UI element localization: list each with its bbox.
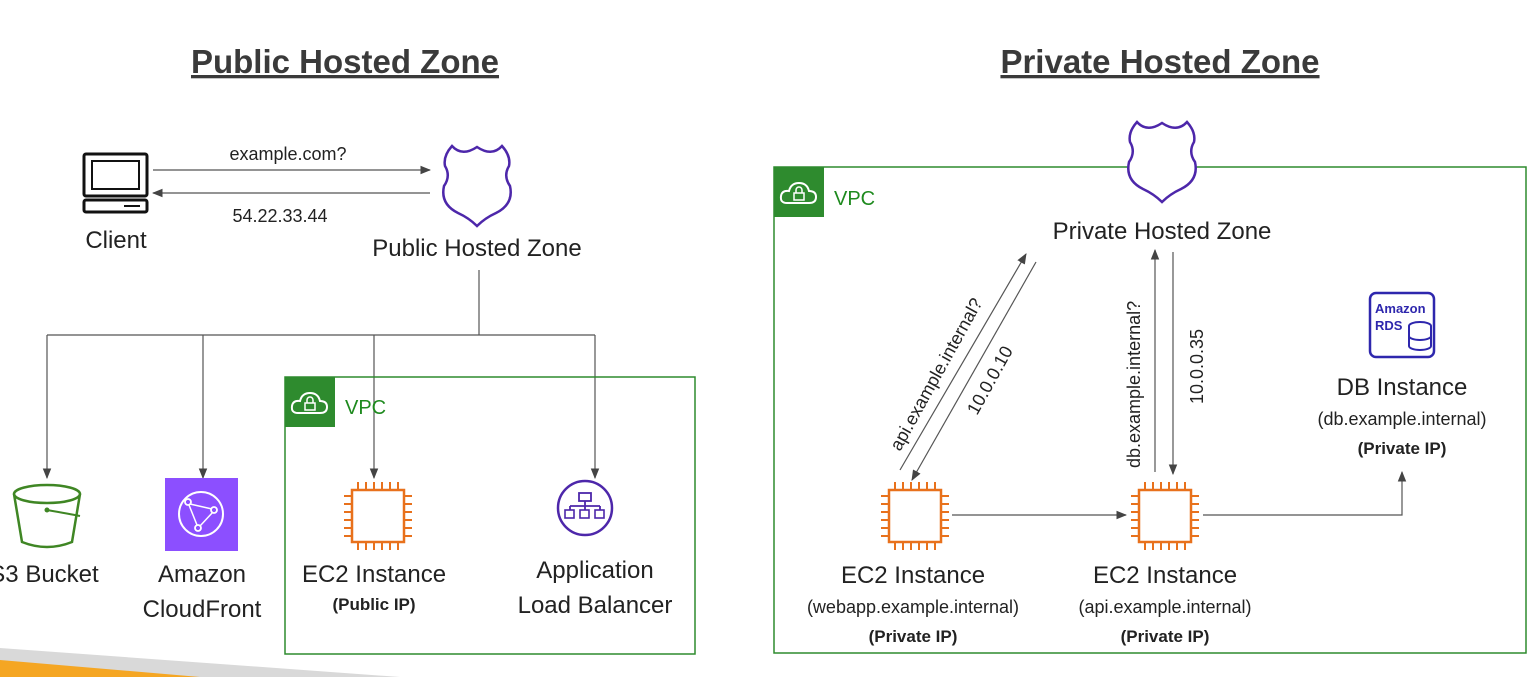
public-vpc-box xyxy=(284,376,696,655)
vpc-cloud-icon xyxy=(774,167,824,217)
rds-database-icon: Amazon RDS xyxy=(1368,291,1436,359)
ec2-chip-icon xyxy=(1131,482,1199,550)
alb-label-line1: Application xyxy=(536,557,653,584)
route53-shield-icon xyxy=(442,144,512,228)
footer-swoosh xyxy=(0,648,400,677)
query-text: example.com? xyxy=(229,144,346,164)
public-zone-heading: Public Hosted Zone xyxy=(191,43,499,80)
webapp-host: (webapp.example.internal) xyxy=(807,597,1019,617)
s3-bucket-icon xyxy=(12,483,82,549)
public-vpc-label: VPC xyxy=(345,397,386,419)
webapp-ip: (Private IP) xyxy=(869,627,958,646)
ec2-public-label: EC2 Instance xyxy=(302,561,446,588)
db-query-text: db.example.internal? xyxy=(1124,301,1144,468)
private-vpc-label: VPC xyxy=(834,188,875,210)
answer-text: 54.22.33.44 xyxy=(232,206,327,226)
rds-badge-line1: Amazon xyxy=(1375,301,1426,316)
route53-shield-icon xyxy=(1127,120,1197,204)
api-title: EC2 Instance xyxy=(1093,562,1237,589)
db-host: (db.example.internal) xyxy=(1317,409,1486,429)
api-answer-text: 10.0.0.10 xyxy=(963,343,1017,418)
cloudfront-label-line2: CloudFront xyxy=(143,596,262,623)
ec2-chip-icon xyxy=(344,482,412,550)
load-balancer-icon xyxy=(556,479,614,537)
cloudfront-label-line1: Amazon xyxy=(158,561,246,588)
ec2-public-ip-label: (Public IP) xyxy=(332,595,415,614)
api-to-db-arrow xyxy=(1203,470,1407,516)
rds-badge-line2: RDS xyxy=(1375,318,1403,333)
api-host: (api.example.internal) xyxy=(1078,597,1251,617)
webapp-title: EC2 Instance xyxy=(841,562,985,589)
vpc-cloud-icon xyxy=(285,377,335,427)
api-ip: (Private IP) xyxy=(1121,627,1210,646)
api-answer-arrow xyxy=(911,261,1037,481)
distribution-connectors xyxy=(42,270,600,480)
private-zone-heading: Private Hosted Zone xyxy=(1000,43,1319,80)
alb-label-line2: Load Balancer xyxy=(518,592,673,619)
db-answer-text: 10.0.0.35 xyxy=(1187,329,1207,404)
cloudfront-icon xyxy=(165,478,238,551)
private-hosted-zone-label: Private Hosted Zone xyxy=(1053,218,1272,245)
public-hosted-zone-label: Public Hosted Zone xyxy=(372,235,581,262)
ec2-chip-icon xyxy=(881,482,949,550)
s3-bucket-label: S3 Bucket xyxy=(0,561,99,588)
api-query-arrow xyxy=(899,253,1027,471)
client-label: Client xyxy=(85,227,147,254)
api-query-text: api.example.internal? xyxy=(886,295,986,454)
db-title: DB Instance xyxy=(1337,374,1468,401)
db-ip: (Private IP) xyxy=(1358,439,1447,458)
client-computer-icon xyxy=(82,152,149,214)
